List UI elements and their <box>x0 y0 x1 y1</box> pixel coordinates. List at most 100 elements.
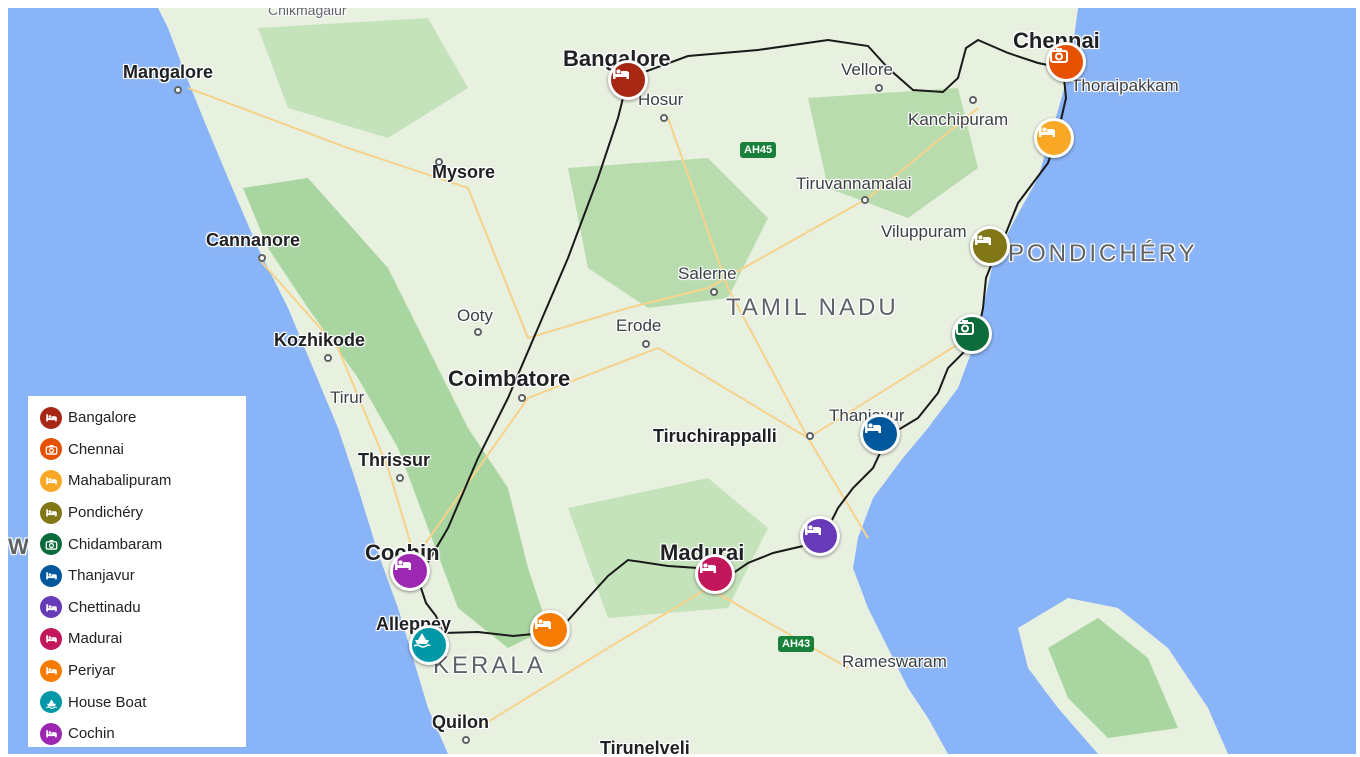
bed-icon <box>40 469 62 492</box>
dot-quilon <box>462 736 470 744</box>
label-vellore: Vellore <box>841 60 893 79</box>
bed-icon <box>395 559 411 570</box>
forest-western-ghats <box>243 178 548 648</box>
camera-icon <box>956 320 974 335</box>
label-salerne: Salerne <box>678 264 737 283</box>
label-kozhikode: Kozhikode <box>274 330 366 350</box>
bed-icon <box>805 524 821 535</box>
dot-hosur <box>660 114 668 122</box>
label-ooty: Ooty <box>457 306 493 325</box>
boat-icon <box>40 691 62 714</box>
marker-bangalore[interactable] <box>608 60 648 100</box>
map-canvas[interactable]: Chikmagalur Mangalore Bangalore Hosur Ve… <box>8 8 1356 754</box>
bed-icon <box>40 722 62 745</box>
dot-erode <box>642 340 650 348</box>
camera-icon <box>40 438 62 461</box>
legend-item-label: Bangalore <box>68 409 137 427</box>
legend-item[interactable]: Chettinadu <box>40 592 246 624</box>
label-chikmagalur: Chikmagalur <box>268 8 347 18</box>
roads <box>187 87 979 729</box>
label-mangalore: Mangalore <box>123 62 214 82</box>
label-thoraipakkam: Thoraipakkam <box>1071 76 1179 95</box>
label-kerala: KERALA <box>433 652 546 679</box>
bed-icon <box>40 406 62 429</box>
legend-item-label: Cochin <box>68 725 115 743</box>
dot-salerne <box>710 288 718 296</box>
legend-item-label: Chettinadu <box>68 598 141 616</box>
legend-item[interactable]: Madurai <box>40 623 246 655</box>
label-cannanore: Cannanore <box>206 230 301 250</box>
label-pondichery: PONDICHÉRY <box>1008 240 1198 267</box>
bed-icon <box>613 68 629 79</box>
label-erode: Erode <box>616 316 662 335</box>
shield-ah45: AH45 <box>740 142 777 158</box>
label-hosur: Hosur <box>638 90 684 109</box>
legend-item[interactable]: House Boat <box>40 686 246 718</box>
legend-item[interactable]: Periyar <box>40 655 246 687</box>
label-viluppuram: Viluppuram <box>881 222 967 241</box>
forest-sri-lanka <box>1048 618 1178 738</box>
bed-icon <box>865 422 881 433</box>
dot-kozhikode <box>324 354 332 362</box>
bed-icon <box>40 596 62 619</box>
legend-item-label: Chennai <box>68 440 124 458</box>
label-tamil-nadu: TAMIL NADU <box>726 294 899 321</box>
dot-mysore <box>435 158 443 166</box>
bed-icon <box>1039 126 1055 137</box>
label-edge-w: W <box>8 534 29 559</box>
legend-item-label: Madurai <box>68 630 123 648</box>
bed-icon <box>700 562 716 573</box>
legend-item[interactable]: Thanjavur <box>40 560 246 592</box>
marker-chettinadu[interactable] <box>800 516 840 556</box>
camera-icon <box>40 533 62 556</box>
dot-thrissur <box>396 474 404 482</box>
marker-pondichery[interactable] <box>970 226 1010 266</box>
marker-madurai[interactable] <box>695 554 735 594</box>
legend-item[interactable]: Chidambaram <box>40 528 246 560</box>
legend-item-label: Thanjavur <box>68 567 135 585</box>
dot-tiruchirappalli <box>806 432 814 440</box>
legend-item-label: Chidambaram <box>68 535 163 553</box>
label-kanchipuram: Kanchipuram <box>908 110 1009 129</box>
label-tiruchirappalli: Tiruchirappalli <box>653 426 777 446</box>
label-quilon: Quilon <box>432 712 489 732</box>
dot-tiruvannamalai <box>861 196 869 204</box>
legend-item[interactable]: Cochin <box>40 718 246 750</box>
bed-icon <box>535 618 551 629</box>
marker-thanjavur[interactable] <box>860 414 900 454</box>
legend-item-label: Periyar <box>68 662 116 680</box>
bed-icon <box>40 564 62 587</box>
dot-cannanore <box>258 254 266 262</box>
shield-ah43: AH43 <box>778 636 815 652</box>
bed-icon <box>975 234 991 245</box>
label-rameswaram: Rameswaram <box>842 652 947 671</box>
dot-ooty <box>474 328 482 336</box>
dot-coimbatore <box>518 394 526 402</box>
label-tiruvannamalai: Tiruvannamalai <box>796 174 912 193</box>
dot-mangalore <box>174 86 182 94</box>
marker-cochin[interactable] <box>390 551 430 591</box>
map-terrain <box>158 8 1228 754</box>
legend-item-label: Pondichéry <box>68 504 144 522</box>
legend-item-label: Mahabalipuram <box>68 472 172 490</box>
legend-item[interactable]: Chennai <box>40 434 246 466</box>
marker-chidambaram[interactable] <box>952 314 992 354</box>
label-mysore: Mysore <box>432 162 496 182</box>
marker-house-boat[interactable] <box>409 625 449 665</box>
forest-north <box>258 18 468 138</box>
bed-icon <box>40 501 62 524</box>
marker-periyar[interactable] <box>530 610 570 650</box>
legend-item-label: House Boat <box>68 693 147 711</box>
bed-icon <box>40 627 62 650</box>
marker-chennai[interactable] <box>1046 42 1086 82</box>
legend-item[interactable]: Pondichéry <box>40 497 246 529</box>
label-tirunelveli: Tirunelveli <box>600 738 690 754</box>
legend-item[interactable]: Bangalore <box>40 402 246 434</box>
label-tirur: Tirur <box>330 388 365 407</box>
bed-icon <box>40 659 62 682</box>
camera-icon <box>1050 48 1068 63</box>
dot-vellore <box>875 84 883 92</box>
marker-mahabalipuram[interactable] <box>1034 118 1074 158</box>
legend-item[interactable]: Mahabalipuram <box>40 465 246 497</box>
